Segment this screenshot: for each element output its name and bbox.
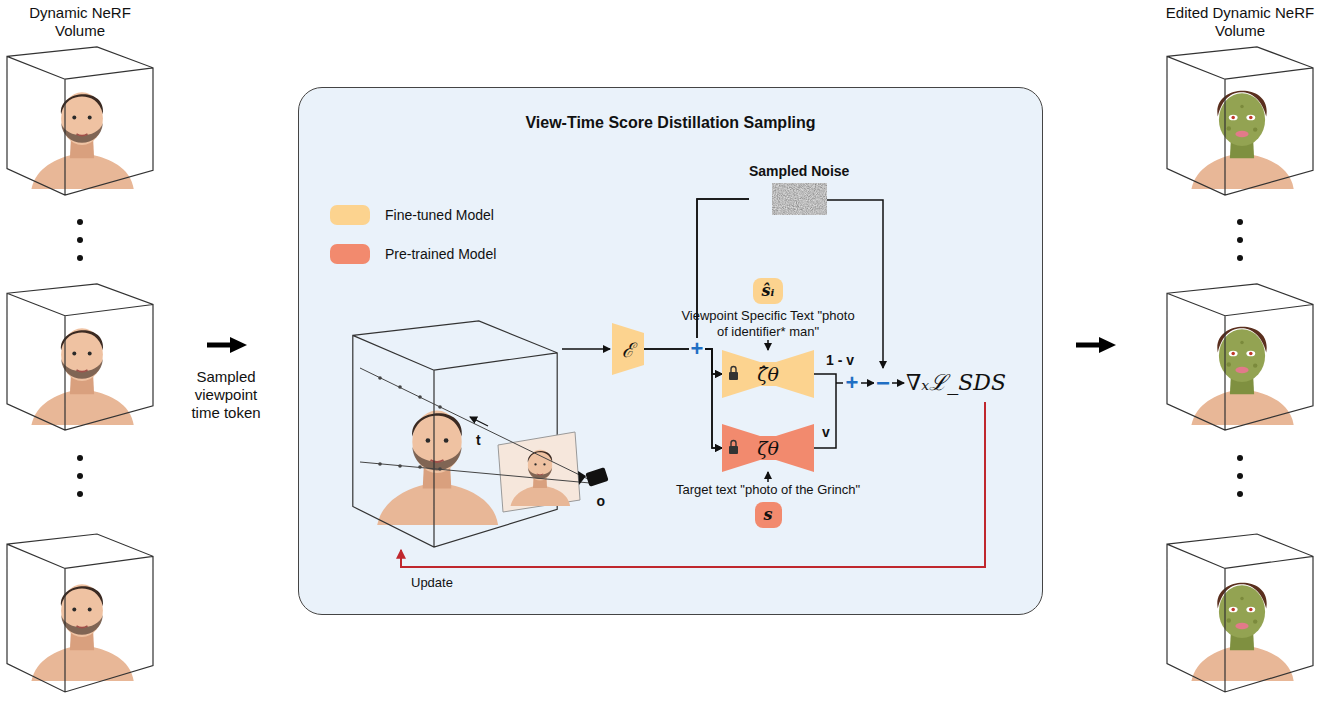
text-prompt: ŝᵢViewpoint Specific Text "photo of iden…	[681, 278, 856, 340]
noise-label: Sampled Noise	[749, 163, 849, 179]
encoder-symbol: ℰ	[622, 336, 634, 363]
encoder-block: ℰ	[612, 323, 644, 375]
prompt-text: Viewpoint Specific Text "photo of identi…	[681, 308, 856, 340]
panel-title: View-Time Score Distillation Sampling	[299, 114, 1042, 132]
gradient-symbol: ∇ₓℒ_SDS	[906, 370, 1006, 396]
connector-arrow	[644, 349, 722, 374]
step-label: Sampled viewpoint time token	[180, 368, 272, 422]
sum-sign: +	[689, 338, 706, 360]
weight-label: v	[822, 424, 830, 441]
ray-symbol: t	[476, 432, 481, 449]
legend-swatch	[330, 244, 370, 264]
prompt-token: ŝᵢ	[753, 278, 784, 304]
minus-sign: −	[874, 371, 892, 395]
camera-symbol: o	[597, 493, 606, 510]
connector-arrow	[767, 340, 769, 350]
connector-arrow	[767, 472, 769, 482]
prompt-token: s	[755, 502, 782, 528]
weight-label: 1 - v	[826, 352, 854, 369]
noise-image	[772, 183, 827, 215]
noise-sample: Sampled Noise	[749, 163, 849, 215]
sum-sign: +	[844, 372, 861, 394]
text-prompt: Target text "photo of the Grinch" s	[676, 482, 860, 528]
legend-swatch	[330, 205, 370, 225]
connector-arrow	[697, 199, 749, 448]
model-symbol: ζ̂θ	[757, 363, 779, 385]
unet-model: ζθ	[722, 424, 814, 472]
loop-label: Update	[411, 575, 453, 591]
prompt-text: Target text "photo of the Grinch"	[676, 482, 860, 498]
model-symbol: ζθ	[757, 437, 779, 459]
legend-text: Pre-trained Model	[385, 246, 496, 263]
process-panel: View-Time Score Distillation Samplingℰŝᵢ…	[298, 87, 1043, 615]
unet-model: ζ̂θ	[722, 350, 814, 398]
legend-text: Fine-tuned Model	[385, 207, 494, 224]
figure-heading: Dynamic NeRF Volume	[10, 4, 150, 40]
connector-arrow	[644, 349, 722, 448]
figure-heading: Edited Dynamic NeRF Volume	[1165, 4, 1315, 40]
